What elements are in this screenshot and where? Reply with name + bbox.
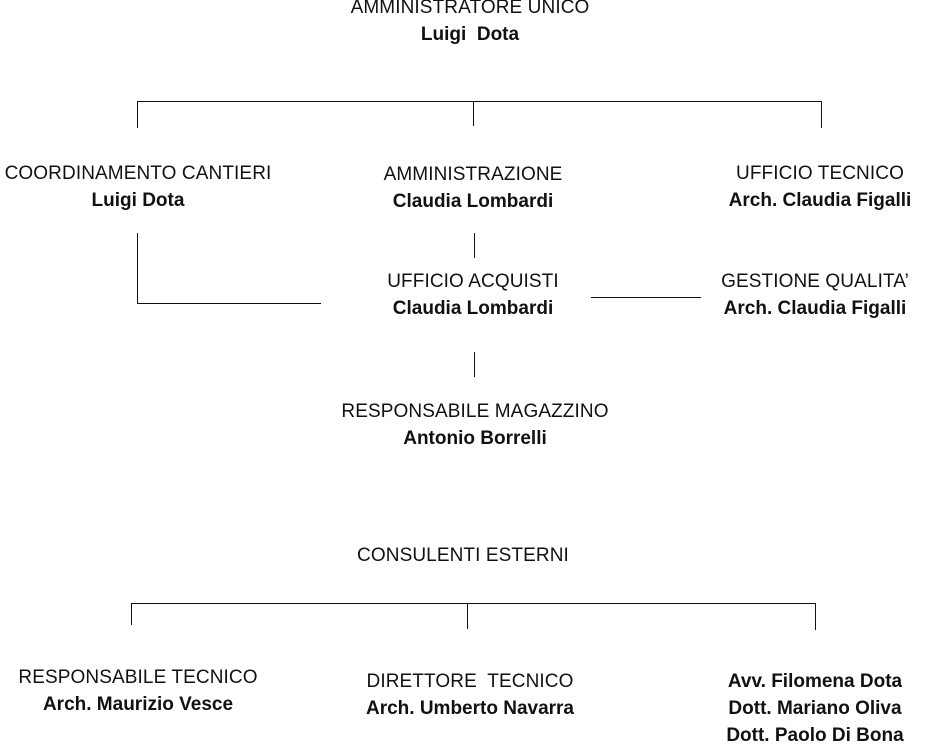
connector-line bbox=[467, 603, 468, 629]
person-name: Arch. Umberto Navarra bbox=[365, 698, 575, 719]
role-label: DIRETTORE TECNICO bbox=[366, 671, 574, 692]
connector-line bbox=[821, 101, 822, 128]
role-label: AMMINISTRATORE UNICO bbox=[350, 0, 590, 18]
role-label: RESPONSABILE TECNICO bbox=[18, 667, 258, 688]
connector-line bbox=[131, 603, 816, 604]
person-name: Dott. Paolo Di Bona bbox=[726, 725, 904, 746]
node-coordinamento-cantieri: COORDINAMENTO CANTIERI Luigi Dota bbox=[0, 160, 276, 214]
connector-line bbox=[591, 297, 701, 298]
connector-line bbox=[131, 603, 132, 625]
connector-line bbox=[137, 101, 822, 102]
connector-line bbox=[473, 101, 474, 126]
role-label: AMMINISTRAZIONE bbox=[383, 164, 563, 185]
person-name: Arch. Maurizio Vesce bbox=[42, 694, 234, 715]
person-name: Luigi Dota bbox=[420, 24, 520, 45]
person-name: Antonio Borrelli bbox=[403, 428, 547, 449]
connector-line bbox=[474, 352, 475, 377]
node-consulenti-esterni: CONSULENTI ESTERNI bbox=[313, 542, 613, 569]
person-name: Avv. Filomena Dota bbox=[727, 671, 903, 692]
role-label: UFFICIO TECNICO bbox=[736, 163, 904, 184]
group-title: CONSULENTI ESTERNI bbox=[357, 545, 569, 566]
role-label: UFFICIO ACQUISTI bbox=[387, 271, 559, 292]
node-consulenti-legali: Avv. Filomena Dota Dott. Mariano Oliva D… bbox=[710, 668, 920, 749]
node-amministrazione: AMMINISTRAZIONE Claudia Lombardi bbox=[333, 161, 613, 215]
person-name: Luigi Dota bbox=[91, 190, 185, 211]
node-gestione-qualita: GESTIONE QUALITA’ Arch. Claudia Figalli bbox=[700, 268, 930, 322]
node-direttore-tecnico: DIRETTORE TECNICO Arch. Umberto Navarra bbox=[330, 668, 610, 722]
connector-line bbox=[137, 101, 138, 128]
person-name: Claudia Lombardi bbox=[392, 191, 554, 212]
role-label: RESPONSABILE MAGAZZINO bbox=[341, 401, 609, 422]
connector-line bbox=[474, 233, 475, 258]
connector-line bbox=[137, 303, 321, 304]
role-label: GESTIONE QUALITA’ bbox=[721, 271, 909, 292]
connector-line bbox=[815, 603, 816, 630]
node-amministratore-unico: AMMINISTRATORE UNICO Luigi Dota bbox=[320, 0, 620, 48]
node-ufficio-tecnico: UFFICIO TECNICO Arch. Claudia Figalli bbox=[700, 160, 938, 214]
role-label: COORDINAMENTO CANTIERI bbox=[4, 163, 272, 184]
node-responsabile-tecnico: RESPONSABILE TECNICO Arch. Maurizio Vesc… bbox=[8, 664, 268, 718]
connector-line bbox=[137, 233, 138, 304]
person-name: Dott. Mariano Oliva bbox=[728, 698, 902, 719]
node-ufficio-acquisti: UFFICIO ACQUISTI Claudia Lombardi bbox=[333, 268, 613, 322]
node-responsabile-magazzino: RESPONSABILE MAGAZZINO Antonio Borrelli bbox=[315, 398, 635, 452]
person-name: Claudia Lombardi bbox=[392, 298, 554, 319]
person-name: Arch. Claudia Figalli bbox=[723, 298, 907, 319]
person-name: Arch. Claudia Figalli bbox=[728, 190, 912, 211]
